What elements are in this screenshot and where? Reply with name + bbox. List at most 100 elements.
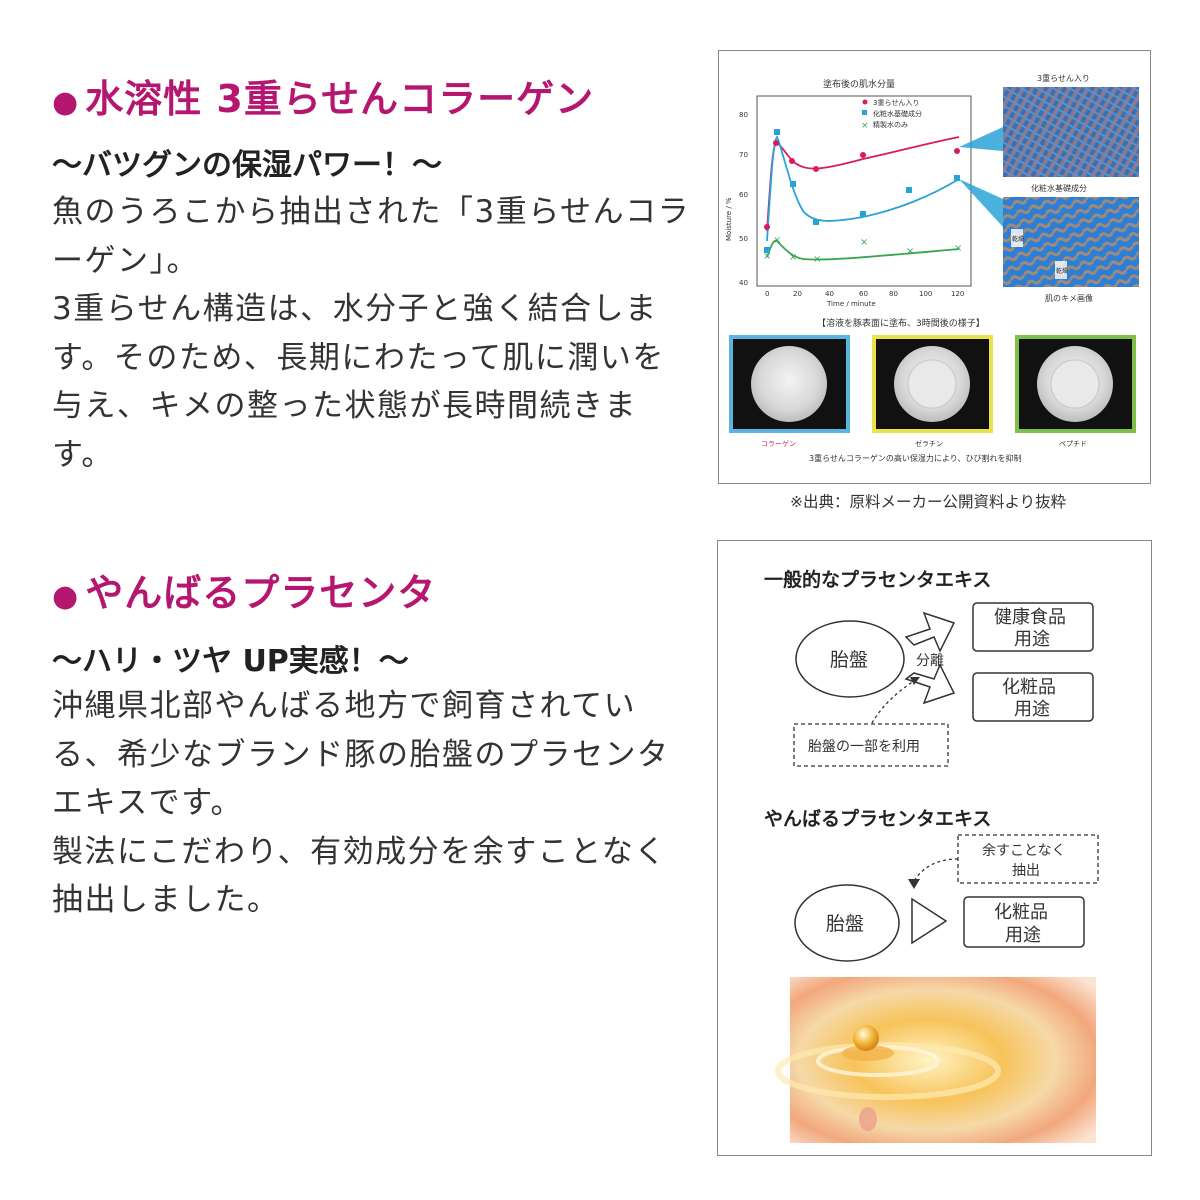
liquid-drop-image (790, 977, 1096, 1143)
data-point: × (813, 254, 821, 265)
section1-heading: ●水溶性 3重らせんコラーゲン (52, 77, 595, 121)
arrow-head-icon (910, 677, 920, 685)
placenta-label: 胎盤 (826, 913, 864, 935)
y-tick-label: 50 (739, 235, 748, 243)
section2-paragraph: 沖縄県北部やんばる地方で飼育されている、希少なブランド豚の胎盤のプラセンタエキス… (52, 688, 670, 821)
section2-body: 沖縄県北部やんばる地方で飼育されている、希少なブランド豚の胎盤のプラセンタエキス… (52, 682, 692, 925)
data-point: × (906, 246, 914, 257)
legend-label: 精製水のみ (873, 120, 908, 129)
image-tag: 乾燥 (1056, 267, 1068, 275)
x-ticks: 0 20 40 60 80 100 120 (765, 290, 964, 298)
drop-icon (853, 1025, 879, 1051)
drop-reflection (859, 1107, 877, 1131)
health-food-label: 健康食品 (994, 607, 1066, 628)
section1-paragraph: 3重らせん構造は、水分子と強く結合します。そのため、長期にわたって肌に潤いを与え… (52, 291, 665, 473)
y-axis-label: Moisture / % (725, 197, 733, 241)
photo-label-peptide: ペプチド (1059, 440, 1087, 448)
collagen-figure-svg: 塗布後の肌水分量 80 70 60 50 40 Moisture / % 0 2… (725, 73, 1139, 463)
play-arrow-icon (911, 897, 948, 945)
ripple-ring (775, 1042, 1001, 1100)
cosmetic-label: 用途 (1014, 699, 1050, 720)
series-markers-blue (764, 129, 960, 253)
data-point (764, 247, 770, 253)
x-tick-label: 100 (919, 290, 932, 298)
data-point (906, 187, 912, 193)
data-point (790, 181, 796, 187)
callout-arrow-bottom (959, 179, 1003, 227)
split-arrow-down-icon (904, 663, 956, 705)
x-tick-label: 0 (765, 290, 769, 298)
bullet-icon: ● (52, 85, 80, 120)
section1-tagline: ～バツグンの保湿パワー！～ (52, 148, 442, 183)
photo-label-gelatin: ゼラチン (915, 439, 943, 448)
sample-plate-inner (907, 359, 957, 409)
arrow-head-icon (908, 879, 920, 889)
data-point (813, 166, 819, 172)
figure-bottom-caption: 3重らせんコラーゲンの高い保湿力により、ひび割れを抑制 (809, 453, 1021, 463)
y-tick-label: 70 (739, 151, 748, 159)
partial-use-label: 胎盤の一部を利用 (808, 739, 920, 755)
legend-marker-blue (862, 110, 867, 115)
section1-body: 魚のうろこから抽出された「3重らせんコラーゲン」。 3重らせん構造は、水分子と強… (52, 188, 692, 479)
bullet-icon: ● (52, 579, 80, 614)
data-point (813, 219, 819, 225)
cosmetic-label: 用途 (1005, 925, 1041, 946)
legend-marker-pink (862, 99, 868, 105)
extract-all-box (957, 834, 1099, 884)
micro-image-label-mid: 化粧水基礎成分 (1031, 183, 1087, 193)
placenta-node (795, 620, 905, 698)
series-markers-green: × × × × × × × (763, 235, 962, 265)
section2-paragraph: 製法にこだわり、有効成分を余すことなく抽出しました。 (52, 833, 667, 919)
health-food-label: 用途 (1014, 629, 1050, 650)
callout-arrow-top (959, 127, 1003, 151)
split-arrow-up-icon (904, 611, 956, 653)
placenta-figure-svg: 一般的なプラセンタエキス 胎盤 分離 健康食品 用途 化粧品 用途 胎盤の一部を… (764, 568, 1099, 1143)
graph-title: 塗布後の肌水分量 (823, 78, 895, 90)
placenta-label: 胎盤 (830, 649, 868, 671)
legend-label: 3重らせん入り (873, 99, 919, 107)
general-placenta-title: 一般的なプラセンタエキス (764, 568, 991, 591)
data-point: × (954, 243, 962, 254)
ripple-center (842, 1045, 894, 1061)
x-tick-label: 60 (859, 290, 868, 298)
data-point (764, 224, 770, 230)
data-point (789, 158, 795, 164)
photo-label-collagen: コラーゲン (761, 439, 796, 448)
cosmetic-label: 化粧品 (1002, 677, 1056, 698)
legend-marker-green: × (861, 121, 869, 131)
yanbaru-placenta-title: やんばるプラセンタエキス (764, 807, 991, 830)
y-tick-label: 80 (739, 111, 748, 119)
source-note: ※出典：原料メーカー公開資料より抜粋 (790, 493, 1067, 511)
x-tick-label: 120 (951, 290, 964, 298)
data-point: × (789, 252, 797, 263)
cosmetic-box-yanbaru (963, 896, 1085, 948)
section2-tagline: ～ハリ・ツヤ UP実感！～ (52, 644, 409, 679)
placenta-node-yanbaru (794, 884, 900, 962)
extract-all-label: 余すことなく (982, 842, 1066, 859)
section2-heading: ●やんばるプラセンタ (52, 571, 437, 615)
y-tick-label: 40 (739, 279, 748, 287)
micro-image-label-top: 3重らせん入り (1037, 73, 1090, 83)
collagen-figure: 塗布後の肌水分量 80 70 60 50 40 Moisture / % 0 2… (718, 50, 1151, 484)
data-point (774, 129, 780, 135)
micro-image-label-bottom: 肌のキメ画像 (1045, 293, 1093, 303)
data-point (860, 152, 866, 158)
dashed-arrow (871, 680, 915, 724)
sample-plate-icon (751, 346, 827, 422)
data-point (954, 148, 960, 154)
graph-legend: 3重らせん入り 化粧水基礎成分 × 精製水のみ (861, 99, 922, 131)
extract-all-label: 抽出 (1012, 863, 1040, 879)
sample-plate-inner (1050, 359, 1100, 409)
placenta-figure: 一般的なプラセンタエキス 胎盤 分離 健康食品 用途 化粧品 用途 胎盤の一部を… (717, 540, 1152, 1156)
x-axis-label: Time / minute (826, 300, 876, 308)
skin-texture-image-top (1003, 87, 1139, 177)
separate-label: 分離 (916, 652, 944, 669)
image-tag-box (1055, 261, 1067, 279)
dashed-arrow (913, 858, 959, 882)
x-tick-label: 20 (793, 290, 802, 298)
data-point: × (860, 237, 868, 248)
y-ticks: 80 70 60 50 40 (739, 111, 748, 287)
series-line-blue (766, 135, 960, 242)
health-food-box (972, 602, 1094, 652)
image-tag-box (1011, 229, 1023, 247)
